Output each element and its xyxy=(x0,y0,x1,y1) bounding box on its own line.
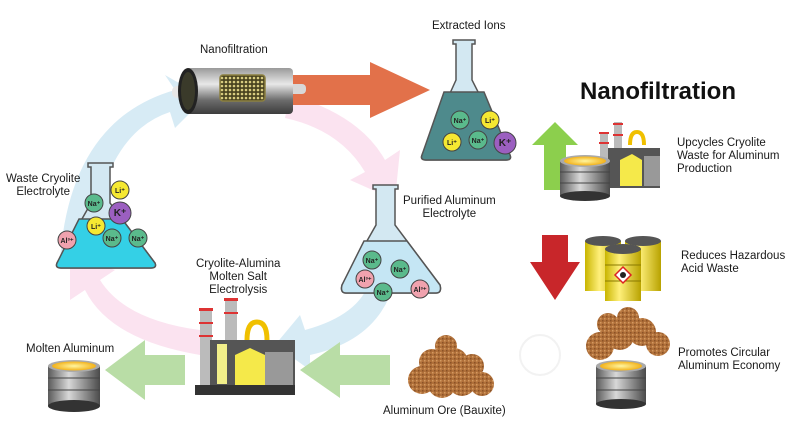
ion-extracted-ions: Li⁺ xyxy=(442,132,462,152)
svg-text:Na⁺: Na⁺ xyxy=(454,118,467,125)
nanofiltration-membrane-icon xyxy=(172,68,306,114)
svg-text:Na⁺: Na⁺ xyxy=(366,258,379,265)
circular-ore-icon xyxy=(586,307,670,360)
svg-text:Li⁺: Li⁺ xyxy=(485,118,495,125)
svg-text:Li⁺: Li⁺ xyxy=(115,188,125,195)
ion-extracted-ions: Na⁺ xyxy=(450,110,470,130)
ion-waste: Li⁺ xyxy=(110,180,130,200)
purified-electrolyte-label: Purified Aluminum Electrolyte xyxy=(403,195,496,220)
ion-waste: Na⁺ xyxy=(102,228,122,248)
molten-aluminum-label: Molten Aluminum xyxy=(26,343,115,355)
benefit-hazardous-text: Reduces Hazardous Acid Waste xyxy=(681,250,786,275)
nanofiltration-label: Nanofiltration xyxy=(200,44,268,56)
svg-text:K⁺: K⁺ xyxy=(499,138,512,149)
circular-arrow-icon xyxy=(519,334,561,376)
pink-arc-arrow-to-waste xyxy=(70,255,200,355)
extracted-ions-label: Extracted Ions xyxy=(432,20,506,32)
ion-extracted-ions: Na⁺ xyxy=(468,130,488,150)
ion-waste: Al³⁺ xyxy=(57,230,77,250)
svg-text:Li⁺: Li⁺ xyxy=(91,224,101,231)
svg-text:K⁺: K⁺ xyxy=(114,208,127,219)
diagram-title: Nanofiltration xyxy=(580,78,736,105)
bauxite-label: Aluminum Ore (Bauxite) xyxy=(383,405,506,417)
bauxite-ore-icon xyxy=(408,335,494,398)
ion-waste: Na⁺ xyxy=(128,228,148,248)
ion-waste: Na⁺ xyxy=(84,193,104,213)
ion-extracted-ions: Li⁺ xyxy=(480,110,500,130)
svg-text:Li⁺: Li⁺ xyxy=(447,140,457,147)
circular-drum-icon xyxy=(596,360,646,409)
ion-waste: Li⁺ xyxy=(86,216,106,236)
electrolysis-factory-icon xyxy=(195,298,295,395)
ion-purified: Na⁺ xyxy=(362,250,382,270)
orange-arrow-to-extracted-ions xyxy=(280,62,430,118)
svg-text:Na⁺: Na⁺ xyxy=(88,201,101,208)
waste-electrolyte-label: Waste Cryolite Electrolyte xyxy=(6,173,81,198)
ion-purified: Al³⁺ xyxy=(355,269,375,289)
svg-text:Na⁺: Na⁺ xyxy=(132,236,145,243)
red-down-arrow-icon xyxy=(530,235,580,300)
ion-extracted-ions: K⁺ xyxy=(493,131,517,155)
ion-purified: Al³⁺ xyxy=(410,279,430,299)
benefit-upcycle-text: Upcycles Cryolite Waste for Aluminum Pro… xyxy=(677,137,780,175)
green-arrow-from-ore xyxy=(300,342,390,398)
svg-text:Al³⁺: Al³⁺ xyxy=(413,287,426,294)
ion-waste: K⁺ xyxy=(108,201,132,225)
green-up-arrow-icon xyxy=(532,122,578,190)
electrolysis-label: Cryolite-Alumina Molten Salt Electrolysi… xyxy=(196,258,281,296)
green-arrow-to-molten-aluminum xyxy=(105,340,185,400)
svg-text:Na⁺: Na⁺ xyxy=(377,290,390,297)
blue-arc-arrow-to-electrolysis xyxy=(275,280,395,370)
benefit-circular-text: Promotes Circular Aluminum Economy xyxy=(678,347,781,372)
hazardous-barrels-icon xyxy=(585,236,661,301)
ion-purified: Na⁺ xyxy=(390,259,410,279)
svg-text:Na⁺: Na⁺ xyxy=(472,138,485,145)
upcycle-drum-icon xyxy=(560,155,610,201)
svg-text:Al³⁺: Al³⁺ xyxy=(358,277,371,284)
svg-text:Na⁺: Na⁺ xyxy=(394,267,407,274)
ion-purified: Na⁺ xyxy=(373,282,393,302)
svg-text:Al³⁺: Al³⁺ xyxy=(60,238,73,245)
pink-arc-arrow-to-purified xyxy=(285,95,400,200)
molten-aluminum-drum-icon xyxy=(48,360,100,412)
svg-text:Na⁺: Na⁺ xyxy=(106,236,119,243)
